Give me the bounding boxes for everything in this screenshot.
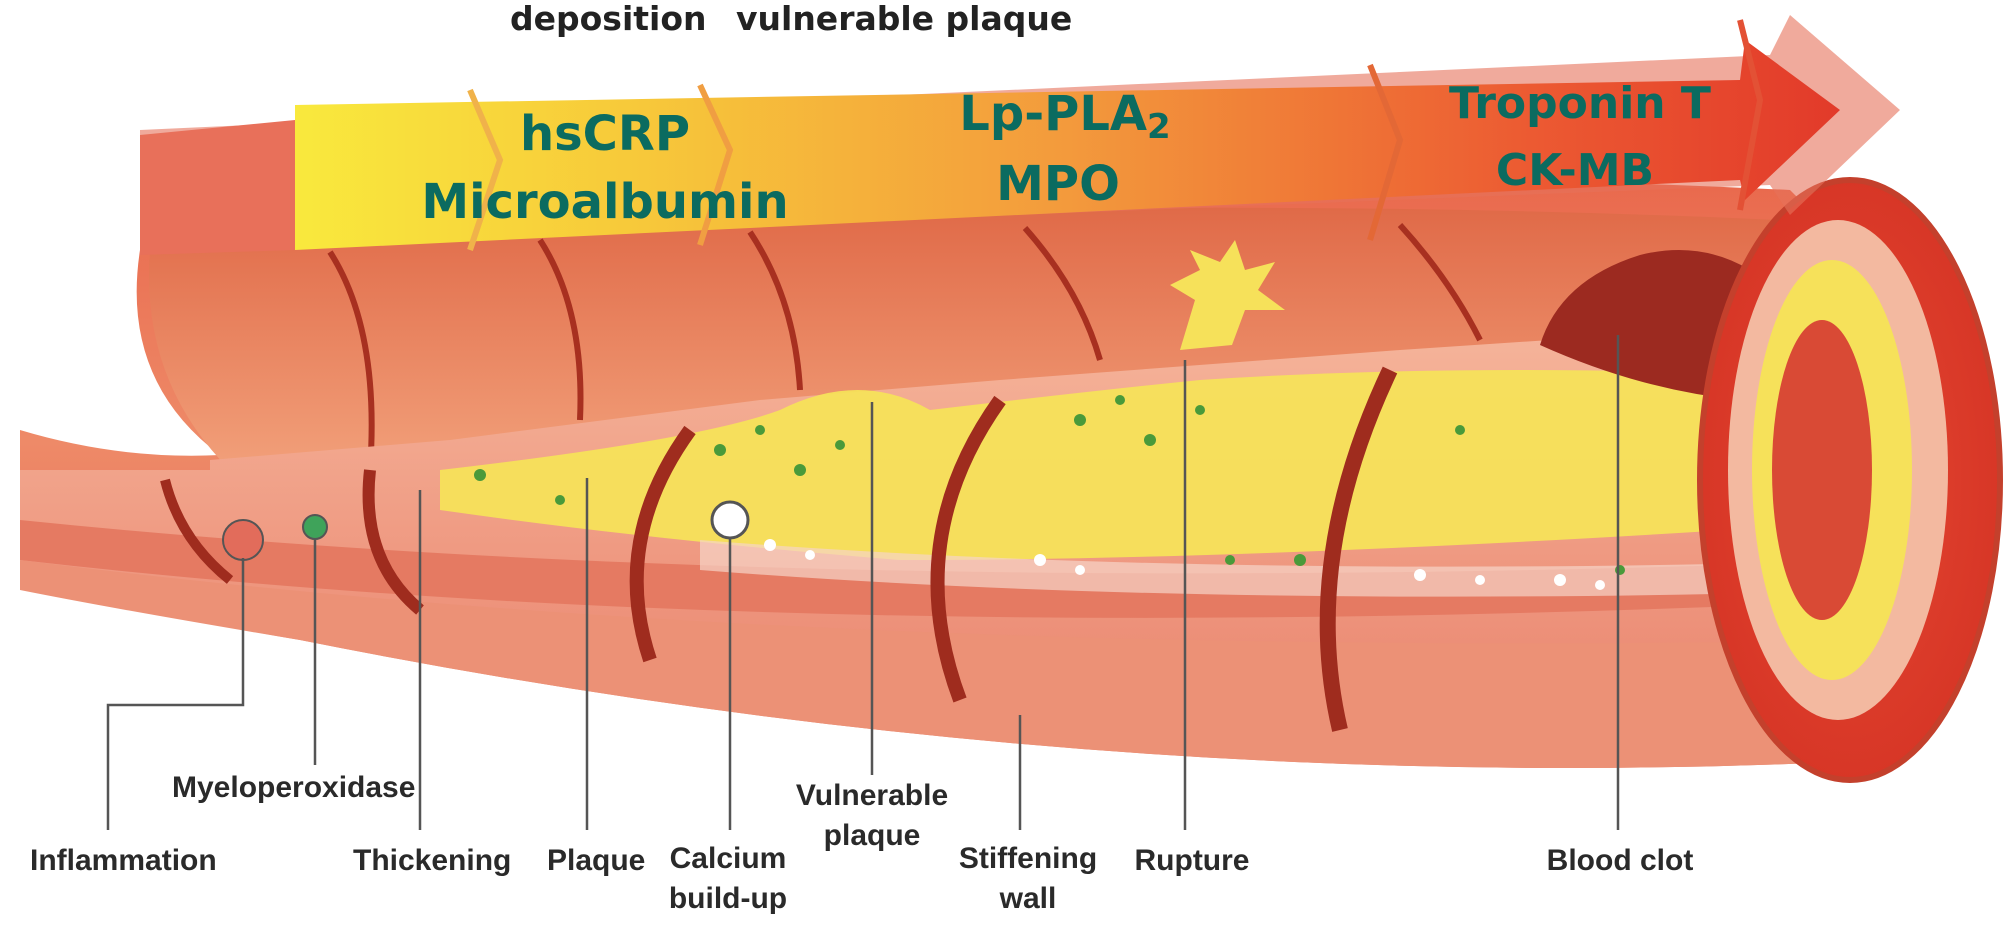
label-vulnerable-line2: plaque — [824, 819, 921, 852]
caption-vulnerable-plaque: vulnerable plaque — [736, 0, 1072, 38]
label-calcium-line2: build-up — [669, 882, 787, 915]
label-thickening: Thickening — [353, 844, 511, 877]
label-stiffening-line1: Stiffening — [959, 842, 1097, 875]
label-inflammation: Inflammation — [30, 844, 217, 877]
calcium-marker — [712, 502, 748, 538]
biomarker-lp-pla2: Lp-PLA2 — [959, 86, 1170, 147]
label-blood-clot: Blood clot — [1547, 844, 1694, 877]
biomarker-hscrp: hsCRP — [520, 106, 690, 162]
inflammation-marker — [223, 520, 263, 560]
artery-body — [20, 179, 2000, 780]
label-rupture: Rupture — [1135, 844, 1250, 877]
label-stiffening-line2: wall — [999, 882, 1057, 915]
biomarker-troponin-t: Troponin T — [1449, 78, 1711, 129]
myeloperoxidase-marker — [303, 515, 327, 539]
label-plaque: Plaque — [547, 844, 645, 877]
biomarker-mpo: MPO — [996, 156, 1120, 212]
label-myeloperoxidase: Myeloperoxidase — [172, 771, 415, 804]
label-vulnerable-line1: Vulnerable — [796, 779, 948, 812]
label-calcium-line1: Calcium — [670, 842, 787, 875]
caption-deposition: deposition — [510, 0, 707, 38]
biomarker-ck-mb: CK-MB — [1496, 145, 1654, 196]
biomarker-microalbumin: Microalbumin — [421, 174, 788, 230]
